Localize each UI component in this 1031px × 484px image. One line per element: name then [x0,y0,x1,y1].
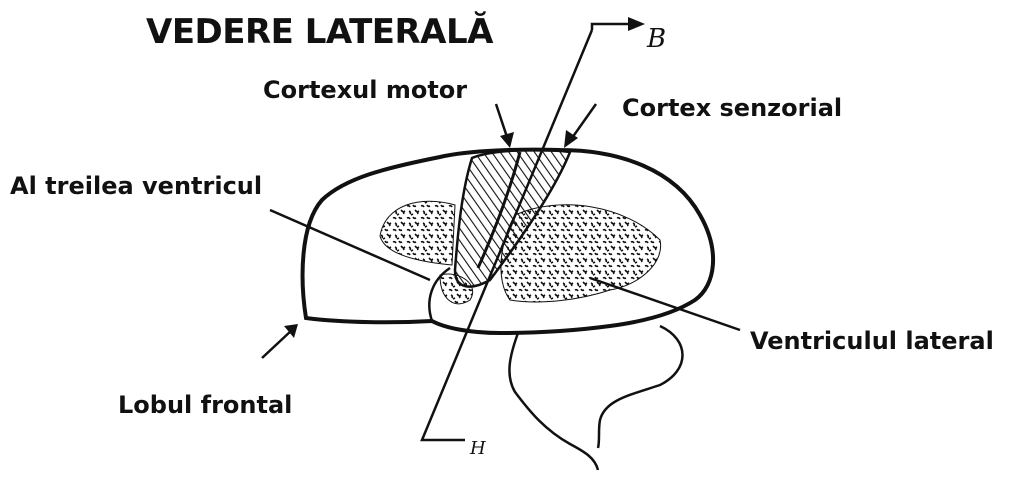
leader-lateral-ventricle [590,278,740,330]
section-mark-h: H [470,438,486,459]
arrow-frontal-lobe [262,324,298,358]
label-third-ventricle: Al treilea ventricul [10,172,262,200]
section-top-tick [592,24,628,30]
brainstem-outline [509,333,598,470]
label-lateral-ventricle: Ventriculul lateral [750,327,994,355]
section-mark-b: B [647,24,666,54]
section-b-arrow [628,17,645,31]
arrow-motor-cortex [496,104,514,148]
arrow-sensory-cortex [564,104,596,148]
diagram-title: VEDERE LATERALĂ [146,12,493,52]
cerebellum-outline [598,326,683,448]
label-frontal-lobe: Lobul frontal [118,391,292,419]
speckled-left [380,201,455,265]
label-sensory-cortex: Cortex senzorial [622,94,842,122]
label-motor-cortex: Cortexul motor [263,76,467,104]
